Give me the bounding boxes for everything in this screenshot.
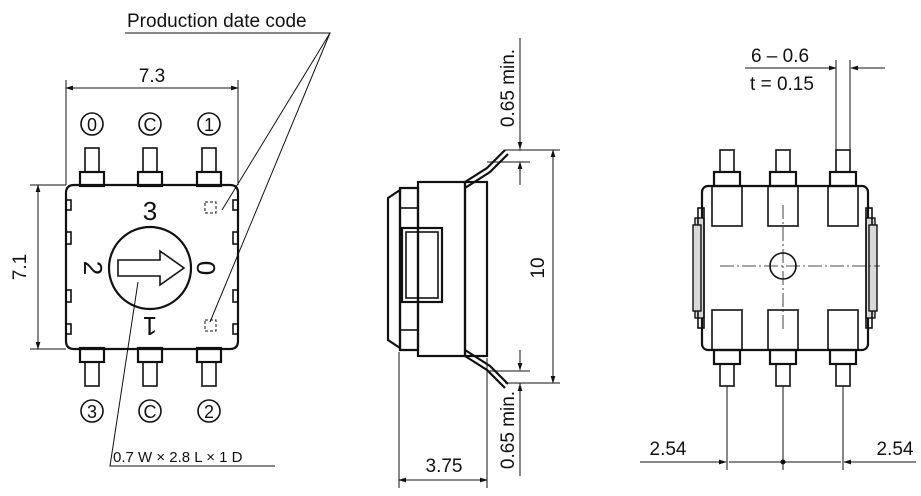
height-label: 7.1 (10, 254, 31, 280)
svg-text:C: C (144, 402, 157, 422)
width-label: 7.3 (139, 66, 165, 87)
side-view: 0.65 min. 10 0.65 min. 3.75 (386, 38, 560, 488)
lead-pitch-label: 6 – 0.6 (751, 46, 809, 67)
side-lead-top (464, 149, 506, 183)
side-depth-label: 3.75 (426, 456, 463, 477)
top-leads (78, 147, 223, 188)
bottom-pads (711, 185, 859, 351)
side-body-right (463, 180, 489, 358)
dial-position-3: 3 (143, 196, 157, 226)
svg-text:2: 2 (204, 402, 214, 422)
svg-text:1: 1 (204, 115, 214, 135)
pin-circle-bottom-left (80, 399, 104, 423)
dial-arrow-slot (117, 249, 186, 287)
pitch-left-label: 2.54 (650, 439, 687, 460)
rotary-dial (107, 225, 193, 311)
side-actuator (400, 226, 444, 304)
side-height-label: 10 (528, 257, 549, 278)
date-code-box-top (204, 201, 217, 214)
date-code-leader-2 (209, 32, 331, 323)
pin-circle-top-mid (138, 112, 162, 136)
dial-position-1: 1 (143, 311, 157, 341)
pin-circle-top-right (197, 112, 221, 136)
top-view: Production date code 7.3 7.1 0 C 1 (10, 11, 331, 467)
svg-text:0: 0 (87, 115, 97, 135)
lead-thickness-label: t = 0.15 (750, 74, 814, 95)
svg-text:C: C (144, 115, 157, 135)
switch-body (64, 183, 240, 351)
pitch-right-label: 2.54 (877, 439, 914, 460)
side-knob (386, 187, 402, 351)
svg-text:3: 3 (87, 402, 97, 422)
bottom-body (700, 184, 870, 352)
slot-dim-leader (109, 281, 275, 467)
slot-dimension-label: 0.7 W × 2.8 L × 1 D (113, 449, 243, 466)
pin-circle-top-left (80, 112, 104, 136)
side-min-top-label: 0.65 min. (498, 49, 519, 127)
side-lead-bottom (464, 355, 506, 389)
pin-circle-bottom-mid (138, 399, 162, 423)
production-date-code-label: Production date code (127, 11, 307, 32)
dial-position-2: 2 (78, 261, 108, 275)
bottom-leads (78, 346, 223, 387)
dial-position-0: 0 (191, 261, 221, 275)
pin-circle-bottom-right (197, 399, 221, 423)
bottom-view: 6 – 0.6 t = 0.15 (640, 46, 916, 470)
date-code-box-bottom (204, 319, 217, 332)
side-min-bottom-label: 0.65 min. (498, 391, 519, 469)
